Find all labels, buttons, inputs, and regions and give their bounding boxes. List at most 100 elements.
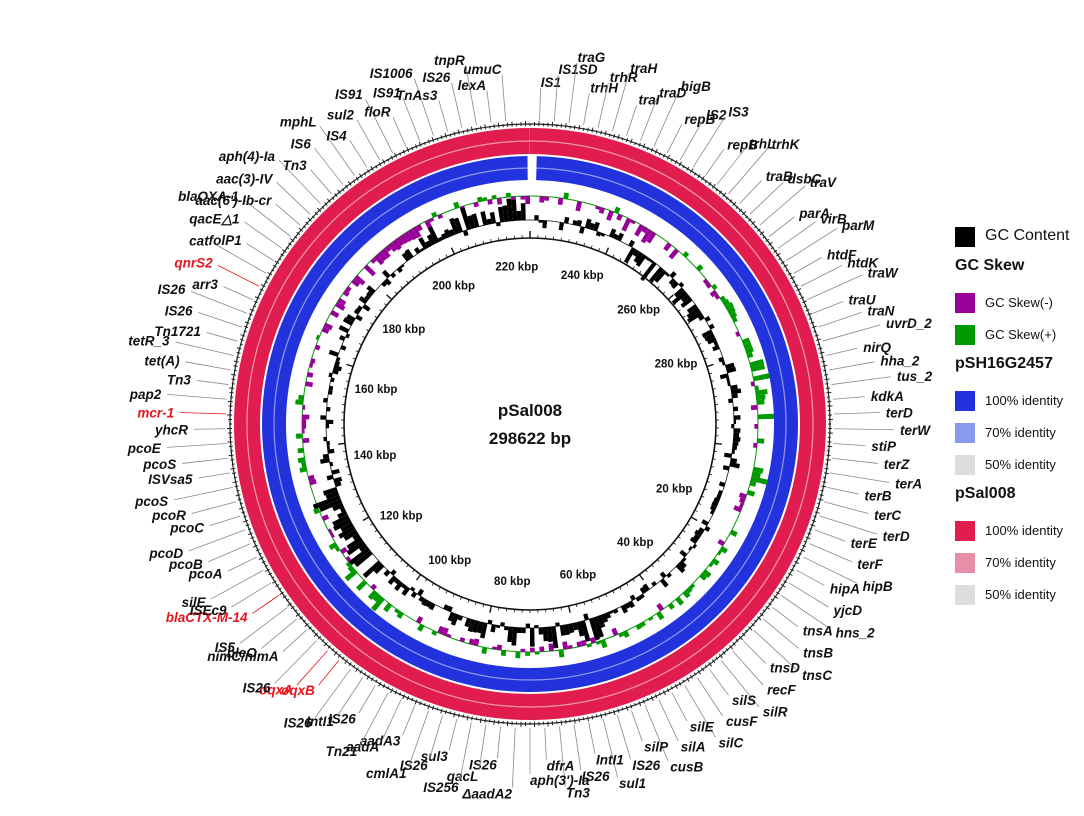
legend-label: 50% identity (985, 587, 1056, 602)
gc-skew-bar (663, 242, 672, 252)
feature-tick (475, 127, 478, 131)
gc-skew-bar (595, 640, 602, 645)
feature-tick (741, 210, 747, 216)
scale-tick (498, 237, 500, 241)
feature-tick (462, 130, 465, 134)
gc-content-bar (609, 228, 617, 238)
feature-tick (236, 347, 242, 350)
feature-tick (363, 172, 367, 176)
gene-label: sul2 (327, 108, 355, 123)
feature-tick (751, 220, 756, 225)
feature-tick (237, 498, 242, 501)
feature-tick (768, 602, 772, 606)
gc-content-bar (443, 228, 451, 238)
gc-skew-bar (530, 647, 535, 652)
gc-content-bar (593, 221, 600, 232)
scale-tick (362, 336, 366, 339)
leader-line (759, 185, 806, 226)
gc-content-bar (733, 419, 737, 424)
feature-tick (745, 629, 748, 633)
gc-content-bar (410, 586, 416, 592)
gc-skew-bar (729, 529, 738, 537)
gc-content-bar (687, 311, 703, 323)
feature-tick (229, 387, 235, 389)
feature-tick (352, 180, 356, 184)
feature-tick (274, 260, 280, 264)
gene-label: dsbC (788, 171, 822, 186)
feature-tick (814, 334, 819, 337)
feature-tick (268, 572, 273, 576)
gc-content-bar (340, 522, 354, 533)
gene-label: mcr-1 (137, 405, 174, 420)
gc-content-bar (534, 625, 539, 628)
gc-content-bar (383, 569, 391, 577)
scale-tick (425, 578, 428, 582)
gc-content-bar (651, 581, 657, 587)
gc-skew-bar (328, 542, 338, 551)
gc-skew-bar (302, 437, 310, 444)
leader-line (827, 487, 859, 495)
feature-tick (366, 169, 370, 174)
feature-tick (248, 313, 253, 316)
scale-tick (452, 593, 455, 597)
gc-skew-bar (667, 602, 675, 610)
feature-tick (754, 619, 758, 623)
gc-content-bar (322, 487, 338, 496)
feature-tick (678, 161, 682, 167)
gc-content-bar (558, 222, 565, 231)
gc-skew-bar (727, 306, 736, 315)
gc-skew-bar (682, 251, 690, 258)
feature-tick (787, 572, 793, 576)
gc-content-bar (495, 625, 501, 629)
feature-tick (732, 642, 736, 646)
gc-content-bar (679, 549, 688, 558)
gc-skew-bar (407, 228, 418, 241)
gene-label: traD (659, 85, 686, 100)
scale-tick (714, 442, 723, 445)
feature-tick (813, 515, 817, 518)
scale-tick (450, 247, 455, 255)
feature-tick (457, 713, 460, 718)
gene-label: cmlA1 (366, 766, 407, 781)
leader-line (788, 582, 829, 608)
feature-tick (279, 591, 285, 596)
feature-tick (363, 672, 367, 676)
gc-skew-bar (714, 293, 720, 300)
feature-tick (762, 609, 766, 613)
gc-skew-bar (622, 630, 630, 638)
scale-tick (612, 254, 615, 258)
gc-skew-bar (753, 373, 770, 382)
gene-label: yjcD (832, 603, 862, 618)
scale-tick (400, 285, 403, 289)
gc-skew-bar (753, 466, 764, 474)
gc-skew-bar (515, 651, 521, 659)
gc-skew-bar (476, 196, 483, 203)
gc-content-bar (697, 314, 705, 321)
feature-tick (787, 272, 792, 276)
leader-line (732, 650, 764, 686)
leader-line (823, 501, 869, 514)
scale-tick (598, 596, 600, 600)
gene-label: tnsA (803, 623, 833, 638)
gc-content-bar (328, 372, 333, 378)
gc-skew-bar (297, 457, 306, 464)
gene-label: hha_2 (880, 354, 920, 369)
blue100-swatch (955, 391, 975, 411)
feature-tick (802, 544, 807, 548)
gene-label: IS26 (243, 681, 271, 696)
scale-tick (632, 578, 635, 582)
leader-line (807, 274, 863, 300)
scale-tick (345, 466, 350, 468)
gene-label: htdK (847, 256, 879, 271)
gc-skew-bar (459, 637, 466, 643)
gc-content-bar (396, 266, 403, 274)
legend-ring1-100: 100% identity (955, 389, 1080, 411)
gc-content-bar (323, 436, 327, 442)
feature-tick (642, 699, 645, 704)
gc-content-bar (326, 474, 334, 481)
feature-tick (305, 221, 309, 225)
gc-content-bar (443, 604, 449, 611)
scale-tick (605, 247, 610, 255)
leader-line (180, 412, 227, 415)
gc-content-bar (706, 337, 717, 345)
